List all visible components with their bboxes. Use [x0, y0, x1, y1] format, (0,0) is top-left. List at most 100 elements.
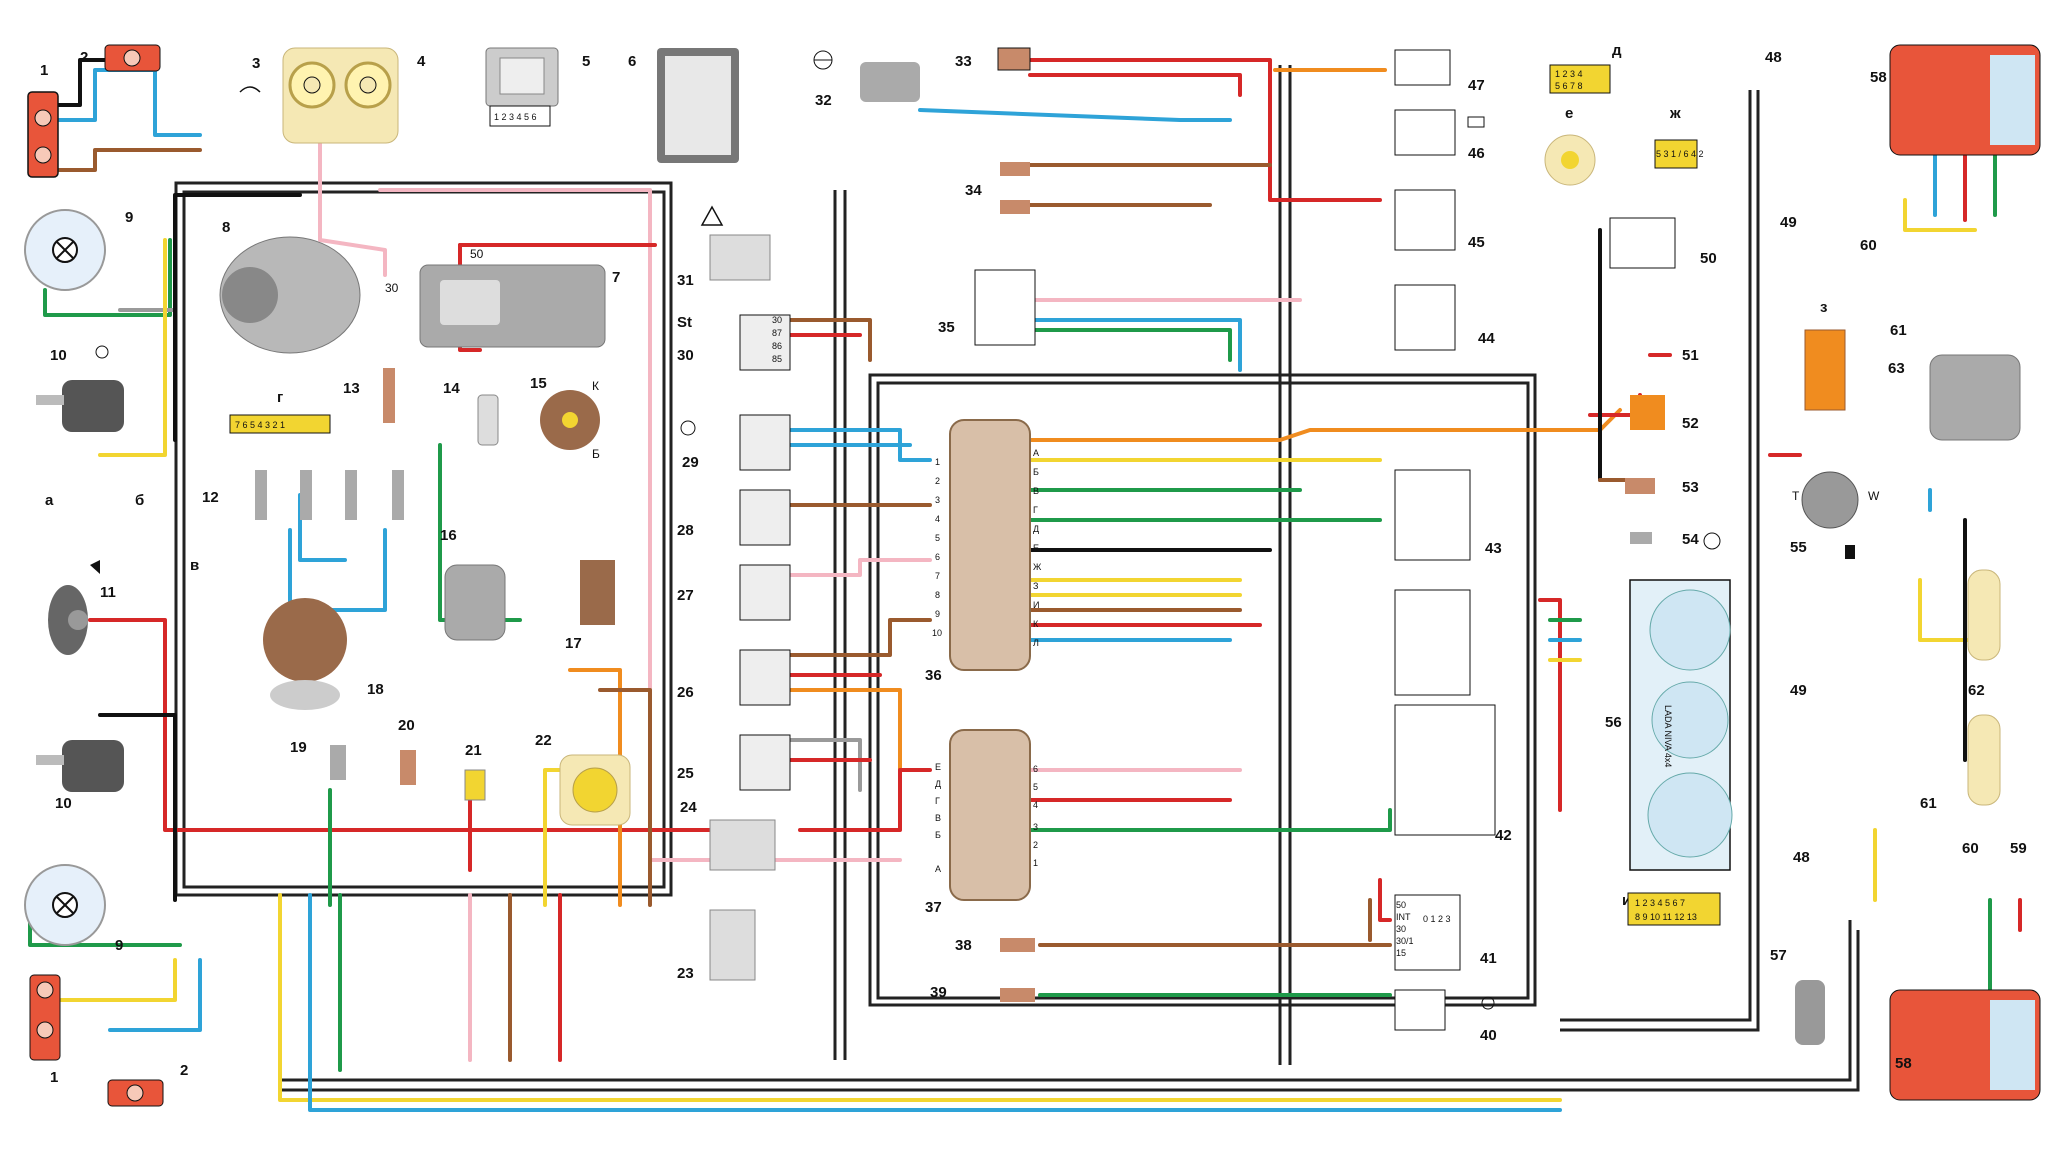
label-a: а — [45, 492, 54, 509]
label-1-top: 1 — [40, 62, 48, 79]
fb37-letter-3: Г — [935, 796, 940, 806]
label-9-top: 9 — [125, 209, 133, 226]
label-60-bottom: 60 — [1962, 840, 1979, 857]
label-50: 50 — [1700, 250, 1717, 267]
label-28: 28 — [677, 522, 694, 539]
label-52: 52 — [1682, 415, 1699, 432]
label-32: 32 — [815, 92, 832, 109]
connector-d-pins-b: 5 6 7 8 — [1555, 81, 1583, 91]
label-23: 23 — [677, 965, 694, 982]
label-34: 34 — [965, 182, 982, 199]
label-46: 46 — [1468, 145, 1485, 162]
fb36-letter-5: Д — [1033, 524, 1039, 534]
fb36-letter-9: И — [1033, 600, 1039, 610]
fb37-letter-1: Е — [935, 762, 941, 772]
label-k: К — [592, 379, 599, 393]
label-58-bottom: 58 — [1895, 1055, 1912, 1072]
icons — [90, 50, 1855, 1010]
components: 1 2 3 4 5 6 — [24, 44, 2041, 1107]
label-g: г — [277, 389, 283, 406]
label-25: 25 — [677, 765, 694, 782]
label-49-bottom: 49 — [1790, 682, 1807, 699]
fb36-letter-6: Е — [1033, 543, 1039, 553]
lamp-62-top — [1967, 569, 2001, 661]
lamp-62-bottom — [1967, 714, 2001, 806]
fb37-letter-5: Б — [935, 830, 941, 840]
sensor-53 — [1625, 478, 1655, 494]
sensor-20 — [400, 750, 416, 785]
hazard-icon — [700, 205, 724, 226]
fuel-pump-57 — [1795, 980, 1825, 1045]
sensor-39 — [1000, 988, 1035, 1002]
connector-17 — [580, 560, 615, 625]
fuse-block-37-pins: Е Д Г В Б А 6 5 4 3 2 1 — [935, 762, 1038, 874]
connector-d-pins-a: 1 2 3 4 — [1555, 69, 1583, 79]
connector-z — [1804, 329, 1846, 411]
fb37-pin-3: 3 — [1033, 822, 1038, 832]
label-33: 33 — [955, 53, 972, 70]
motor-10-top — [62, 380, 124, 432]
label-44: 44 — [1478, 330, 1495, 347]
fb37-pin-5: 5 — [1033, 782, 1038, 792]
fb36-letter-10: К — [1033, 619, 1039, 629]
label-12: 12 — [202, 489, 219, 506]
headlight-icon — [95, 345, 109, 359]
label-31: 31 — [677, 272, 694, 289]
ignition-switch-pins: 50 INT 30 30/1 15 0 1 2 3 — [1396, 900, 1451, 958]
label-55: 55 — [1790, 539, 1807, 556]
label-37: 37 — [925, 899, 942, 916]
alternator-8 — [219, 236, 361, 354]
label-29: 29 — [682, 454, 699, 471]
label-11: 11 — [100, 584, 116, 601]
label-30-alt: 30 — [385, 281, 399, 295]
fb36-pin-4: 4 — [935, 514, 940, 524]
motor-10-bottom — [62, 740, 124, 792]
fuse-block-37 — [949, 729, 1031, 901]
label-10-bottom: 10 — [55, 795, 72, 812]
label-9-bottom: 9 — [115, 937, 123, 954]
connector-i-pins-bottom: 8 9 10 11 12 13 — [1635, 912, 1697, 922]
fb36-letter-2: Б — [1033, 467, 1039, 477]
label-b: б — [135, 492, 144, 509]
fb37-pin-2: 2 — [1033, 840, 1038, 850]
label-6: 6 — [628, 53, 636, 70]
label-16: 16 — [440, 527, 457, 544]
distributor-18 — [263, 598, 347, 682]
label-47: 47 — [1468, 77, 1485, 94]
label-51: 51 — [1682, 347, 1699, 364]
label-43: 43 — [1485, 540, 1502, 557]
label-39: 39 — [930, 984, 947, 1001]
label-w: W — [1868, 489, 1880, 503]
label-38: 38 — [955, 937, 972, 954]
label-st: St — [677, 314, 692, 331]
label-63: 63 — [1888, 360, 1905, 377]
fuel-pump-icon — [1845, 545, 1855, 559]
label-18: 18 — [367, 681, 384, 698]
sensor-21 — [464, 769, 486, 801]
label-56: 56 — [1605, 714, 1622, 731]
relays-column — [709, 234, 791, 871]
label-14: 14 — [443, 380, 460, 397]
label-45: 45 — [1468, 234, 1485, 251]
fb36-pin-2: 2 — [935, 476, 940, 486]
wiper-icon — [239, 86, 261, 93]
connector-zh-pins: 5 3 1 / 6 4 2 — [1656, 149, 1704, 159]
label-53: 53 — [1682, 479, 1699, 496]
label-40: 40 — [1480, 1027, 1497, 1044]
svg-text:1 2 3 4 5 6: 1 2 3 4 5 6 — [494, 112, 537, 122]
fb37-pin-4: 4 — [1033, 800, 1038, 810]
connector-i-pins-top: 1 2 3 4 5 6 7 — [1635, 898, 1685, 908]
fb36-pin-9: 9 — [935, 609, 940, 619]
label-10-top: 10 — [50, 347, 67, 364]
lamp-1-top — [27, 91, 59, 178]
spark-plugs-12 — [255, 470, 404, 520]
component-33 — [997, 47, 1031, 71]
fuse-block-36-pins: 1 2 3 4 5 6 7 8 9 10 А Б В Г Д Е Ж З И К… — [932, 448, 1042, 648]
label-48-top: 48 — [1765, 49, 1782, 66]
relay-pin-85: 85 — [772, 354, 782, 364]
label-17: 17 — [565, 635, 582, 652]
horn-icon — [90, 560, 100, 574]
fb36-pin-7: 7 — [935, 571, 940, 581]
label-1-bottom: 1 — [50, 1069, 58, 1086]
label-22: 22 — [535, 732, 552, 749]
